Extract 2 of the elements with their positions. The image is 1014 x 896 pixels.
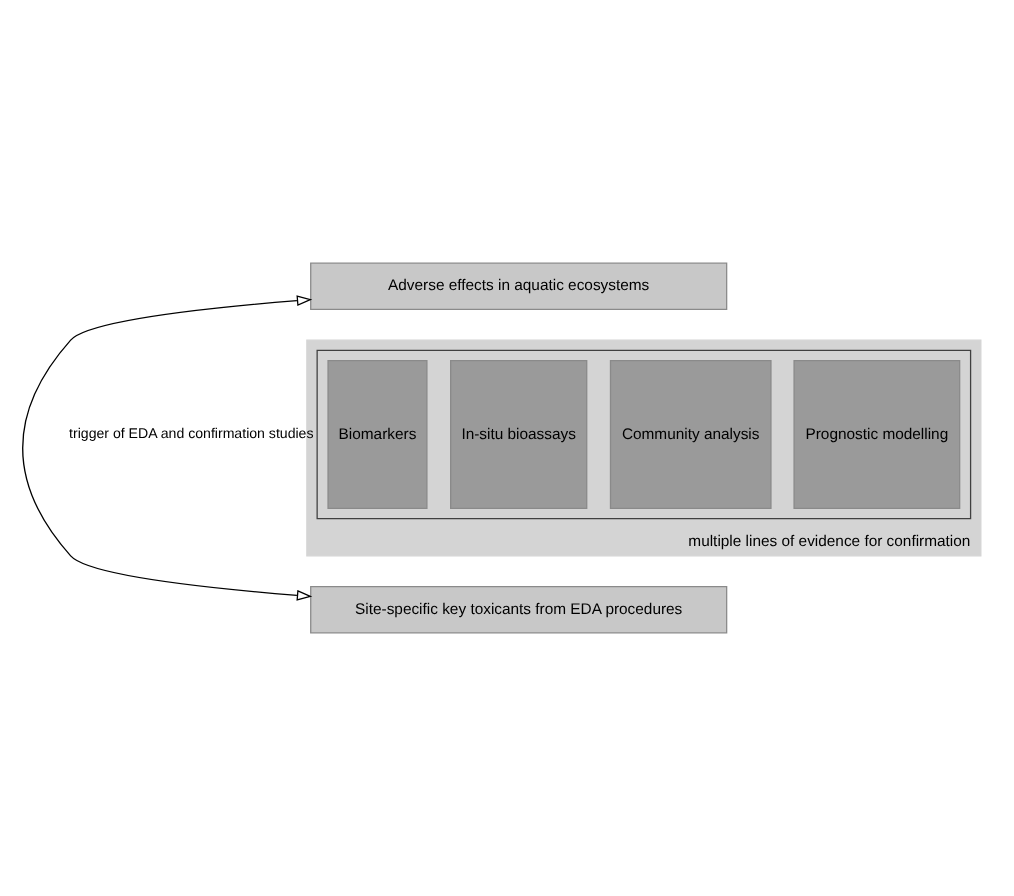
arrow <box>22 295 313 601</box>
cluster <box>316 349 972 520</box>
